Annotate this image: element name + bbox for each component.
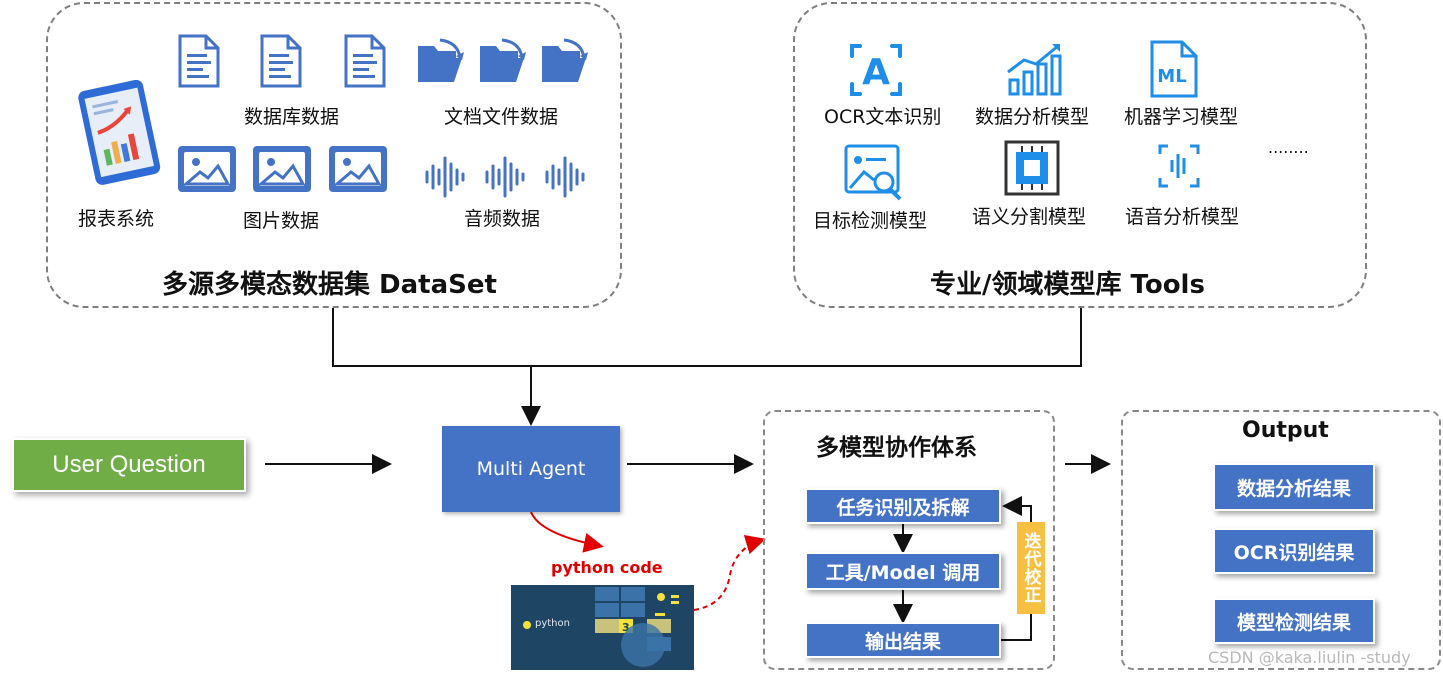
speech-label: 语音分析模型: [1125, 206, 1240, 228]
output-title: Output: [1242, 418, 1329, 443]
python-logo-text: python: [535, 618, 570, 629]
audio-wave-icon: [484, 156, 528, 202]
step-tool-call: 工具/Model 调用: [805, 552, 1001, 590]
result-ocr: OCR识别结果: [1213, 528, 1375, 574]
iterative-correction-label: 迭代校正: [1017, 522, 1045, 614]
data-analysis-label: 数据分析模型: [975, 106, 1090, 128]
detection-icon: [842, 142, 904, 206]
document-icon: [340, 34, 390, 92]
python-code-label: python code: [551, 558, 663, 577]
step-output: 输出结果: [805, 622, 1001, 658]
ocr-label: OCR文本识别: [824, 106, 942, 128]
iterative-correction-text: 迭代校正: [1020, 532, 1041, 604]
multi-agent-label: Multi Agent: [476, 458, 586, 480]
images-label: 图片数据: [243, 210, 320, 232]
document-icon: [174, 34, 224, 92]
folder-icon: [540, 38, 590, 90]
collab-panel: [763, 410, 1055, 670]
segmentation-label: 语义分割模型: [972, 206, 1087, 228]
tools-title: 专业/领域模型库 Tools: [930, 270, 1205, 300]
dataset-panel: [46, 2, 622, 308]
svg-text:A: A: [862, 52, 890, 93]
tools-panel: [793, 2, 1367, 308]
more-ellipsis: ........: [1268, 138, 1309, 157]
folder-icon: [478, 38, 528, 90]
audio-wave-icon: [544, 156, 588, 202]
python-logo-image: 3 python: [511, 585, 694, 670]
user-question-label: User Question: [52, 451, 206, 478]
output-panel: [1121, 410, 1441, 670]
dataset-title: 多源多模态数据集 DataSet: [162, 270, 497, 300]
step-task-decomposition: 任务识别及拆解: [805, 488, 1001, 524]
database-label: 数据库数据: [244, 106, 340, 128]
ml-file-icon: ML: [1148, 40, 1200, 102]
ocr-icon: A: [846, 42, 906, 102]
collab-title: 多模型协作体系: [816, 435, 977, 461]
watermark: CSDN @kaka.liulin -study: [1208, 648, 1411, 667]
folder-icon: [416, 38, 466, 90]
ml-label: 机器学习模型: [1124, 106, 1239, 128]
multi-agent-box: Multi Agent: [442, 426, 620, 512]
image-icon: [176, 144, 238, 198]
image-icon: [327, 144, 389, 198]
audio-wave-icon: [424, 156, 468, 202]
audio-label: 音频数据: [464, 208, 541, 230]
detection-label: 目标检测模型: [813, 210, 928, 232]
chip-icon: [1002, 138, 1062, 202]
report-label: 报表系统: [78, 208, 155, 230]
document-icon: [256, 34, 306, 92]
image-icon: [251, 144, 313, 198]
result-data-analysis: 数据分析结果: [1213, 463, 1375, 511]
tablet-chart-icon: [76, 76, 166, 190]
bar-chart-icon: [1004, 42, 1064, 102]
documents-label: 文档文件数据: [444, 106, 559, 128]
user-question-box: User Question: [12, 438, 246, 492]
voice-icon: [1158, 144, 1200, 192]
result-detection: 模型检测结果: [1213, 598, 1375, 644]
svg-text:3: 3: [622, 621, 630, 634]
svg-text:ML: ML: [1157, 66, 1186, 87]
